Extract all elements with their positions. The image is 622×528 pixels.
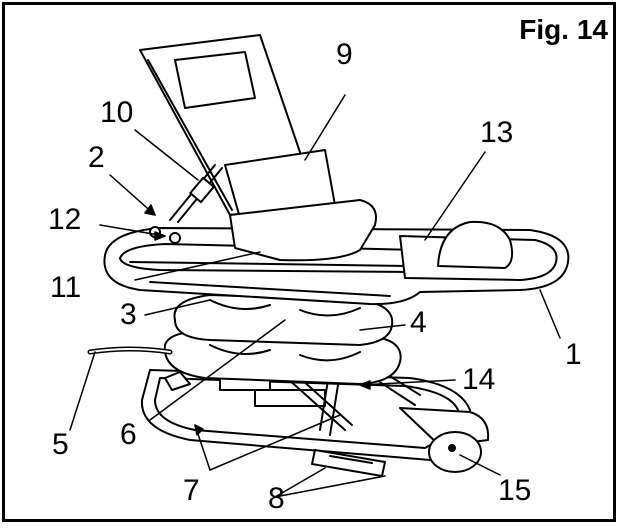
base-plate [140, 367, 471, 461]
side-flap-cover [399, 220, 558, 281]
air-hose [87, 346, 173, 355]
figure-title: Fig. 14 [519, 14, 608, 45]
callout-8: 8 [268, 482, 285, 515]
callout-4: 4 [410, 306, 427, 339]
callout-7: 7 [183, 474, 200, 507]
callout-13: 13 [480, 116, 514, 149]
callout-12: 12 [48, 203, 82, 236]
callout-11: 11 [50, 271, 82, 304]
air-bellows [163, 294, 402, 385]
callout-15: 15 [498, 474, 532, 507]
callout-9: 9 [336, 38, 353, 71]
callout-10: 10 [100, 96, 134, 129]
backrest-support-arm [169, 164, 223, 223]
seat-pad [229, 199, 377, 262]
backrest [139, 34, 336, 219]
callout-5: 5 [52, 428, 69, 461]
handset-cradle [399, 407, 490, 473]
callout-1: 1 [565, 338, 582, 371]
callout-leaders [69, 94, 561, 498]
callout-14: 14 [462, 363, 496, 396]
callout-3: 3 [120, 298, 137, 331]
callout-2: 2 [88, 141, 105, 174]
callout-6: 6 [120, 418, 137, 451]
